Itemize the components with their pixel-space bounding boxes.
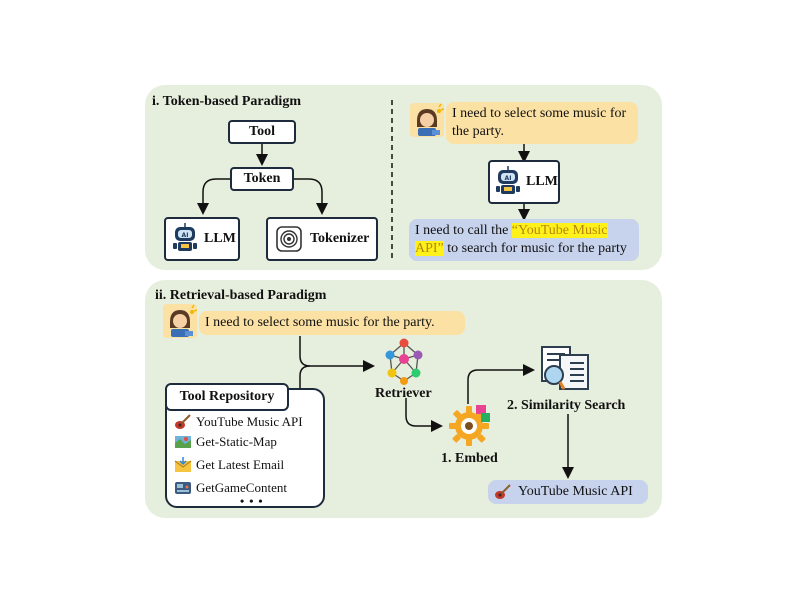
token-to-llm-arrow xyxy=(197,178,230,215)
email-icon xyxy=(174,457,192,472)
tool-node: Tool xyxy=(228,120,296,144)
guitar-icon xyxy=(175,414,191,429)
token-node: Token xyxy=(230,167,294,191)
repository-item-label: GetGameContent xyxy=(196,480,287,495)
embed-label: 1. Embed xyxy=(441,451,498,466)
user-avatar-icon xyxy=(410,103,444,137)
robot-icon: AI xyxy=(173,223,197,251)
retriever-to-embed-arrow xyxy=(405,398,443,432)
user-to-retriever-line xyxy=(299,336,311,367)
repository-item-label: Get-Static-Map xyxy=(196,434,277,449)
guitar-icon xyxy=(495,484,511,499)
user-message-bubble-bottom: I need to select some music for the part… xyxy=(199,311,465,335)
svg-text:AI: AI xyxy=(505,175,512,182)
user-avatar-icon xyxy=(163,304,197,338)
repository-item: Get Latest Email xyxy=(174,457,284,473)
response-prefix: I need to call the xyxy=(415,223,512,238)
repository-item-label: YouTube Music API xyxy=(196,414,303,429)
similarity-label: 2. Similarity Search xyxy=(507,398,626,413)
llm-label: LLM xyxy=(204,231,236,246)
retriever-network-icon xyxy=(385,338,423,385)
user-message-bubble-right: I need to select some music for the part… xyxy=(446,102,638,144)
tokenizer-node: Tokenizer xyxy=(266,217,378,261)
llm-node-right: AI LLM xyxy=(488,160,560,204)
repository-item-label: Get Latest Email xyxy=(196,457,285,472)
repository-more-dots: • • • xyxy=(240,494,264,508)
token-section-title: i. Token-based Paradigm xyxy=(152,94,301,109)
svg-text:AI: AI xyxy=(182,232,189,239)
llm-right-label: LLM xyxy=(526,174,558,189)
repository-item: Get-Static-Map xyxy=(174,434,277,450)
tool-repository-title: Tool Repository xyxy=(165,383,289,411)
repository-item: GetGameContent xyxy=(174,480,287,496)
game-icon xyxy=(175,482,191,494)
llm-node: AI LLM xyxy=(164,217,240,261)
token-to-tokenizer-arrow xyxy=(293,178,328,215)
map-icon xyxy=(175,436,191,448)
retrieval-section-title: ii. Retrieval-based Paradigm xyxy=(155,288,327,303)
embed-gear-icon xyxy=(449,405,490,446)
result-bubble: YouTube Music API xyxy=(488,480,648,504)
result-label: YouTube Music API xyxy=(518,484,633,499)
robot-icon: AI xyxy=(496,166,520,194)
retriever-label: Retriever xyxy=(375,386,432,401)
llm-response-bubble: I need to call the “YouTube Music API” t… xyxy=(409,219,639,261)
similarity-search-icon xyxy=(541,346,589,390)
tokenizer-label: Tokenizer xyxy=(310,231,370,246)
embed-to-similarity-arrow xyxy=(467,364,535,404)
repository-item: YouTube Music API xyxy=(174,414,303,430)
response-suffix: to search for music for the party xyxy=(443,241,627,256)
repo-to-retriever-line xyxy=(299,365,311,392)
tokenizer-icon xyxy=(276,226,302,252)
